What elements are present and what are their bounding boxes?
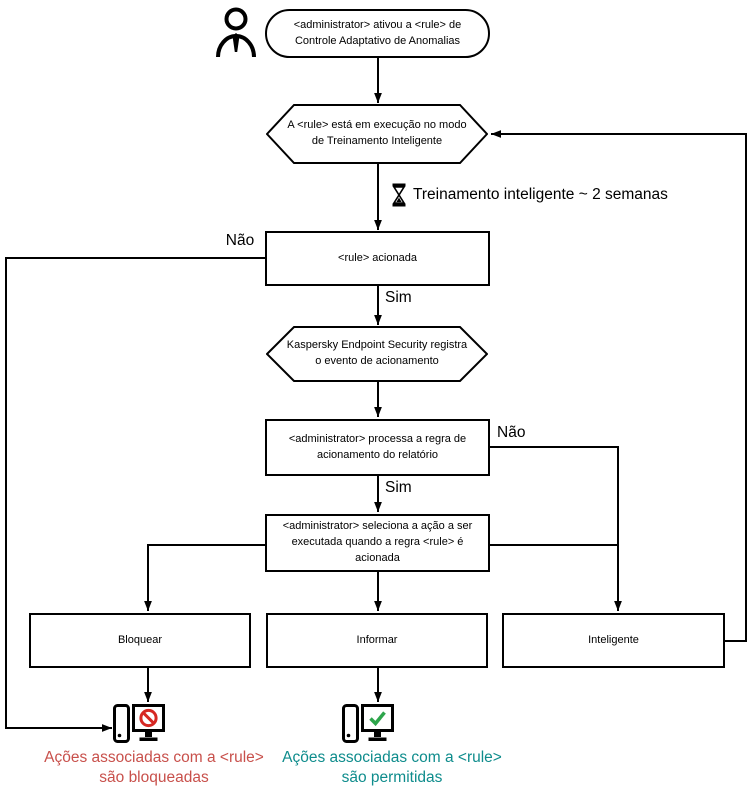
label-sim-1: Sim [385,289,412,306]
block-action-label: Bloquear [117,633,163,646]
check-icon [369,711,386,727]
rule-triggered-node: <rule> acionada [265,231,490,286]
training-duration-note: Treinamento inteligente ~ 2 semanas [413,186,668,203]
hourglass-icon [392,183,406,207]
outcome-allowed-line2: são permitidas [341,768,443,786]
block-action-node: Bloquear [29,613,251,668]
hexagon-shape [266,326,488,382]
registers-event-node: Kaspersky Endpoint Security registra o e… [266,326,488,382]
outcome-blocked-line1: Ações associadas com a <rule> [44,749,264,766]
label-nao-right: Não [497,424,526,441]
prohibition-icon [139,708,158,728]
inform-action-label: Informar [356,633,398,646]
start-node-label: <administrator> ativou a <rule> de Contr… [293,18,462,47]
admin-selects-label: <administrator> seleciona a ação a ser e… [282,520,473,564]
registers-event-label: Kaspersky Endpoint Security registra o e… [286,339,468,367]
outcome-allowed-line1: Ações associadas com a <rule> [282,749,502,766]
smart-training-mode-node: A <rule> está em execução no modo de Tre… [266,104,488,164]
admin-selects-node: <administrator> seleciona a ação a ser e… [265,514,490,572]
label-nao-left: Não [225,232,255,249]
label-sim-2: Sim [385,479,412,496]
smart-action-label: Inteligente [588,633,639,646]
computer-blocked-icon [113,704,165,743]
computer-allowed-icon [342,704,394,743]
outcome-blocked-line2: são bloqueadas [99,768,209,786]
admin-processes-label: <administrator> processa a regra de acio… [288,432,467,461]
admin-processes-node: <administrator> processa a regra de acio… [265,419,490,476]
hexagon-shape [266,104,488,164]
start-node: <administrator> ativou a <rule> de Contr… [265,9,490,58]
outcome-allowed-text: Ações associadas com a <rule> são permit… [266,748,518,788]
inform-action-node: Informar [266,613,488,668]
outcome-blocked-text: Ações associadas com a <rule> são bloque… [28,748,280,788]
smart-training-mode-label: A <rule> está em execução no modo de Tre… [287,119,467,147]
rule-triggered-label: <rule> acionada [338,251,417,264]
smart-action-node: Inteligente [502,613,725,668]
person-icon [216,7,256,58]
